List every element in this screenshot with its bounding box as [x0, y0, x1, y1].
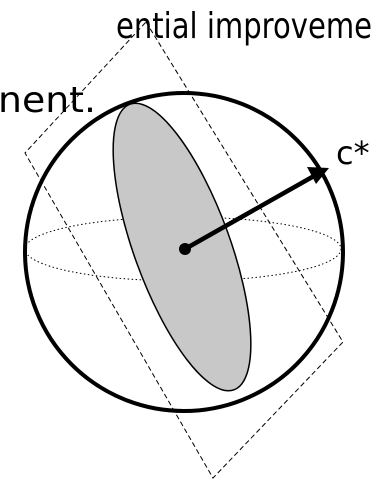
sphere-outline	[23, 91, 345, 413]
slide-text-line-2: nent.	[0, 80, 96, 121]
vector-label: c*	[336, 134, 370, 172]
vector-arrowhead	[307, 167, 329, 184]
dashed-plane	[24, 21, 344, 479]
vector-arrow-shaft	[182, 173, 317, 252]
slide-text-line-1: ential improveme	[116, 6, 372, 47]
